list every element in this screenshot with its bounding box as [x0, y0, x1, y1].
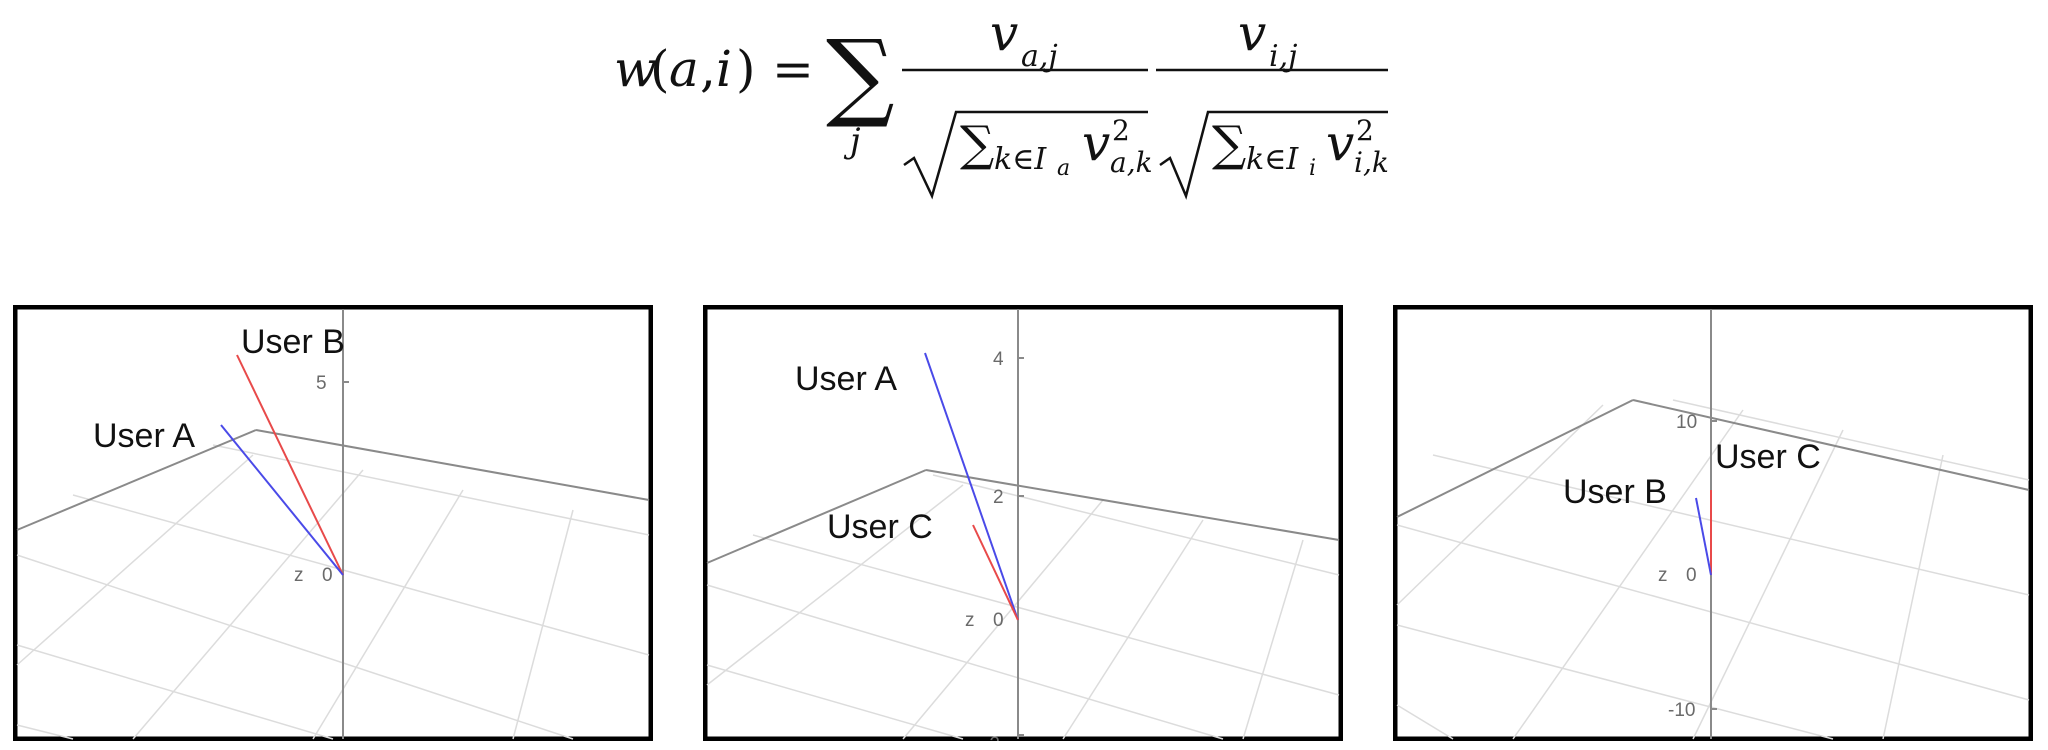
vector-panel-2: 4 2 z 0 -2 User A User C — [703, 305, 1343, 741]
vector-user-b — [1695, 497, 1712, 576]
z-axis-name: z — [294, 565, 304, 586]
vector-user-c — [972, 524, 1019, 621]
frac2-numerator-sub: i,j — [1269, 39, 1297, 74]
vector-user-a — [924, 352, 1019, 621]
grid-lines — [1396, 399, 2030, 740]
frac1-numerator-v: v — [990, 4, 1018, 62]
frac2-den-sum: ∑ — [1212, 116, 1246, 172]
z-tick-label-10: 10 — [1676, 412, 1697, 433]
label-user-b: User B — [241, 323, 345, 361]
z-tick-label-0: 0 — [322, 565, 333, 586]
vector-panel-1: 5 z 0 User B User A — [13, 305, 653, 741]
z-axis-name: z — [965, 610, 975, 631]
label-user-a: User A — [795, 360, 897, 398]
z-tick-label-5: 5 — [316, 373, 327, 394]
frac2-den-sub-set: i — [1309, 156, 1316, 181]
label-user-a: User A — [93, 417, 195, 455]
frac2-den-sub: i,k — [1354, 146, 1389, 179]
grid-lines — [706, 474, 1340, 740]
label-user-b: User B — [1563, 473, 1667, 511]
frac1-den-sum: ∑ — [960, 116, 994, 172]
grid-edge-right — [925, 469, 1340, 541]
formula-lhs-open: ( — [650, 40, 670, 98]
frac2-numerator-v: v — [1238, 4, 1266, 62]
z-tick-label-0: 0 — [1686, 565, 1697, 586]
formula-lhs-i: i — [716, 40, 732, 98]
z-tick-label-minus-10: -10 — [1668, 700, 1695, 721]
panel-frame — [1393, 305, 2033, 741]
frac1-den-sub-set: a — [1057, 156, 1070, 181]
label-user-c: User C — [1715, 438, 1821, 476]
z-tick-label-0: 0 — [993, 610, 1004, 631]
frac1-den-sub-index: k∈I — [994, 142, 1047, 177]
grid-lines — [16, 444, 650, 740]
vector-user-b — [236, 354, 344, 576]
z-tick-label-4: 4 — [993, 349, 1004, 370]
grid-edge-right — [1632, 399, 2030, 491]
frac2-radical — [1159, 110, 1388, 200]
grid-edge-right — [255, 429, 650, 501]
similarity-formula: w ( a , i ) = ∑ j v a,j ∑ k∈I a v 2 a,k … — [614, 4, 1389, 200]
formula-equals: = — [772, 40, 814, 98]
frac2-den-v: v — [1326, 114, 1354, 172]
grid-edge-left — [1396, 399, 1634, 518]
frac1-den-v: v — [1082, 114, 1110, 172]
grid-edge-left — [706, 469, 927, 564]
frac1-den-sub: a,k — [1110, 146, 1153, 179]
vector-panel-3: 10 z 0 -10 User C User B — [1393, 305, 2033, 741]
panel-frame — [13, 305, 653, 741]
grid-edge-left — [16, 429, 257, 531]
frac1-radical — [903, 110, 1148, 200]
frac1-numerator-sub: a,j — [1021, 39, 1058, 74]
label-user-c: User C — [827, 508, 933, 546]
formula-lhs-comma: , — [700, 40, 716, 98]
frac2-den-sup: 2 — [1356, 114, 1374, 147]
formula-lhs-a: a — [669, 40, 699, 98]
frac2-den-sub-index: k∈I — [1246, 142, 1299, 177]
z-tick-label-minus-2: -2 — [983, 734, 1000, 741]
frac1-den-sup: 2 — [1112, 114, 1130, 147]
vector-user-a — [220, 424, 344, 576]
formula-lhs-w: w — [614, 40, 657, 98]
formula-sum: ∑ — [826, 19, 895, 131]
formula-lhs-close: ) — [736, 40, 756, 98]
z-axis-name: z — [1658, 565, 1668, 586]
z-tick-label-2: 2 — [993, 487, 1004, 508]
